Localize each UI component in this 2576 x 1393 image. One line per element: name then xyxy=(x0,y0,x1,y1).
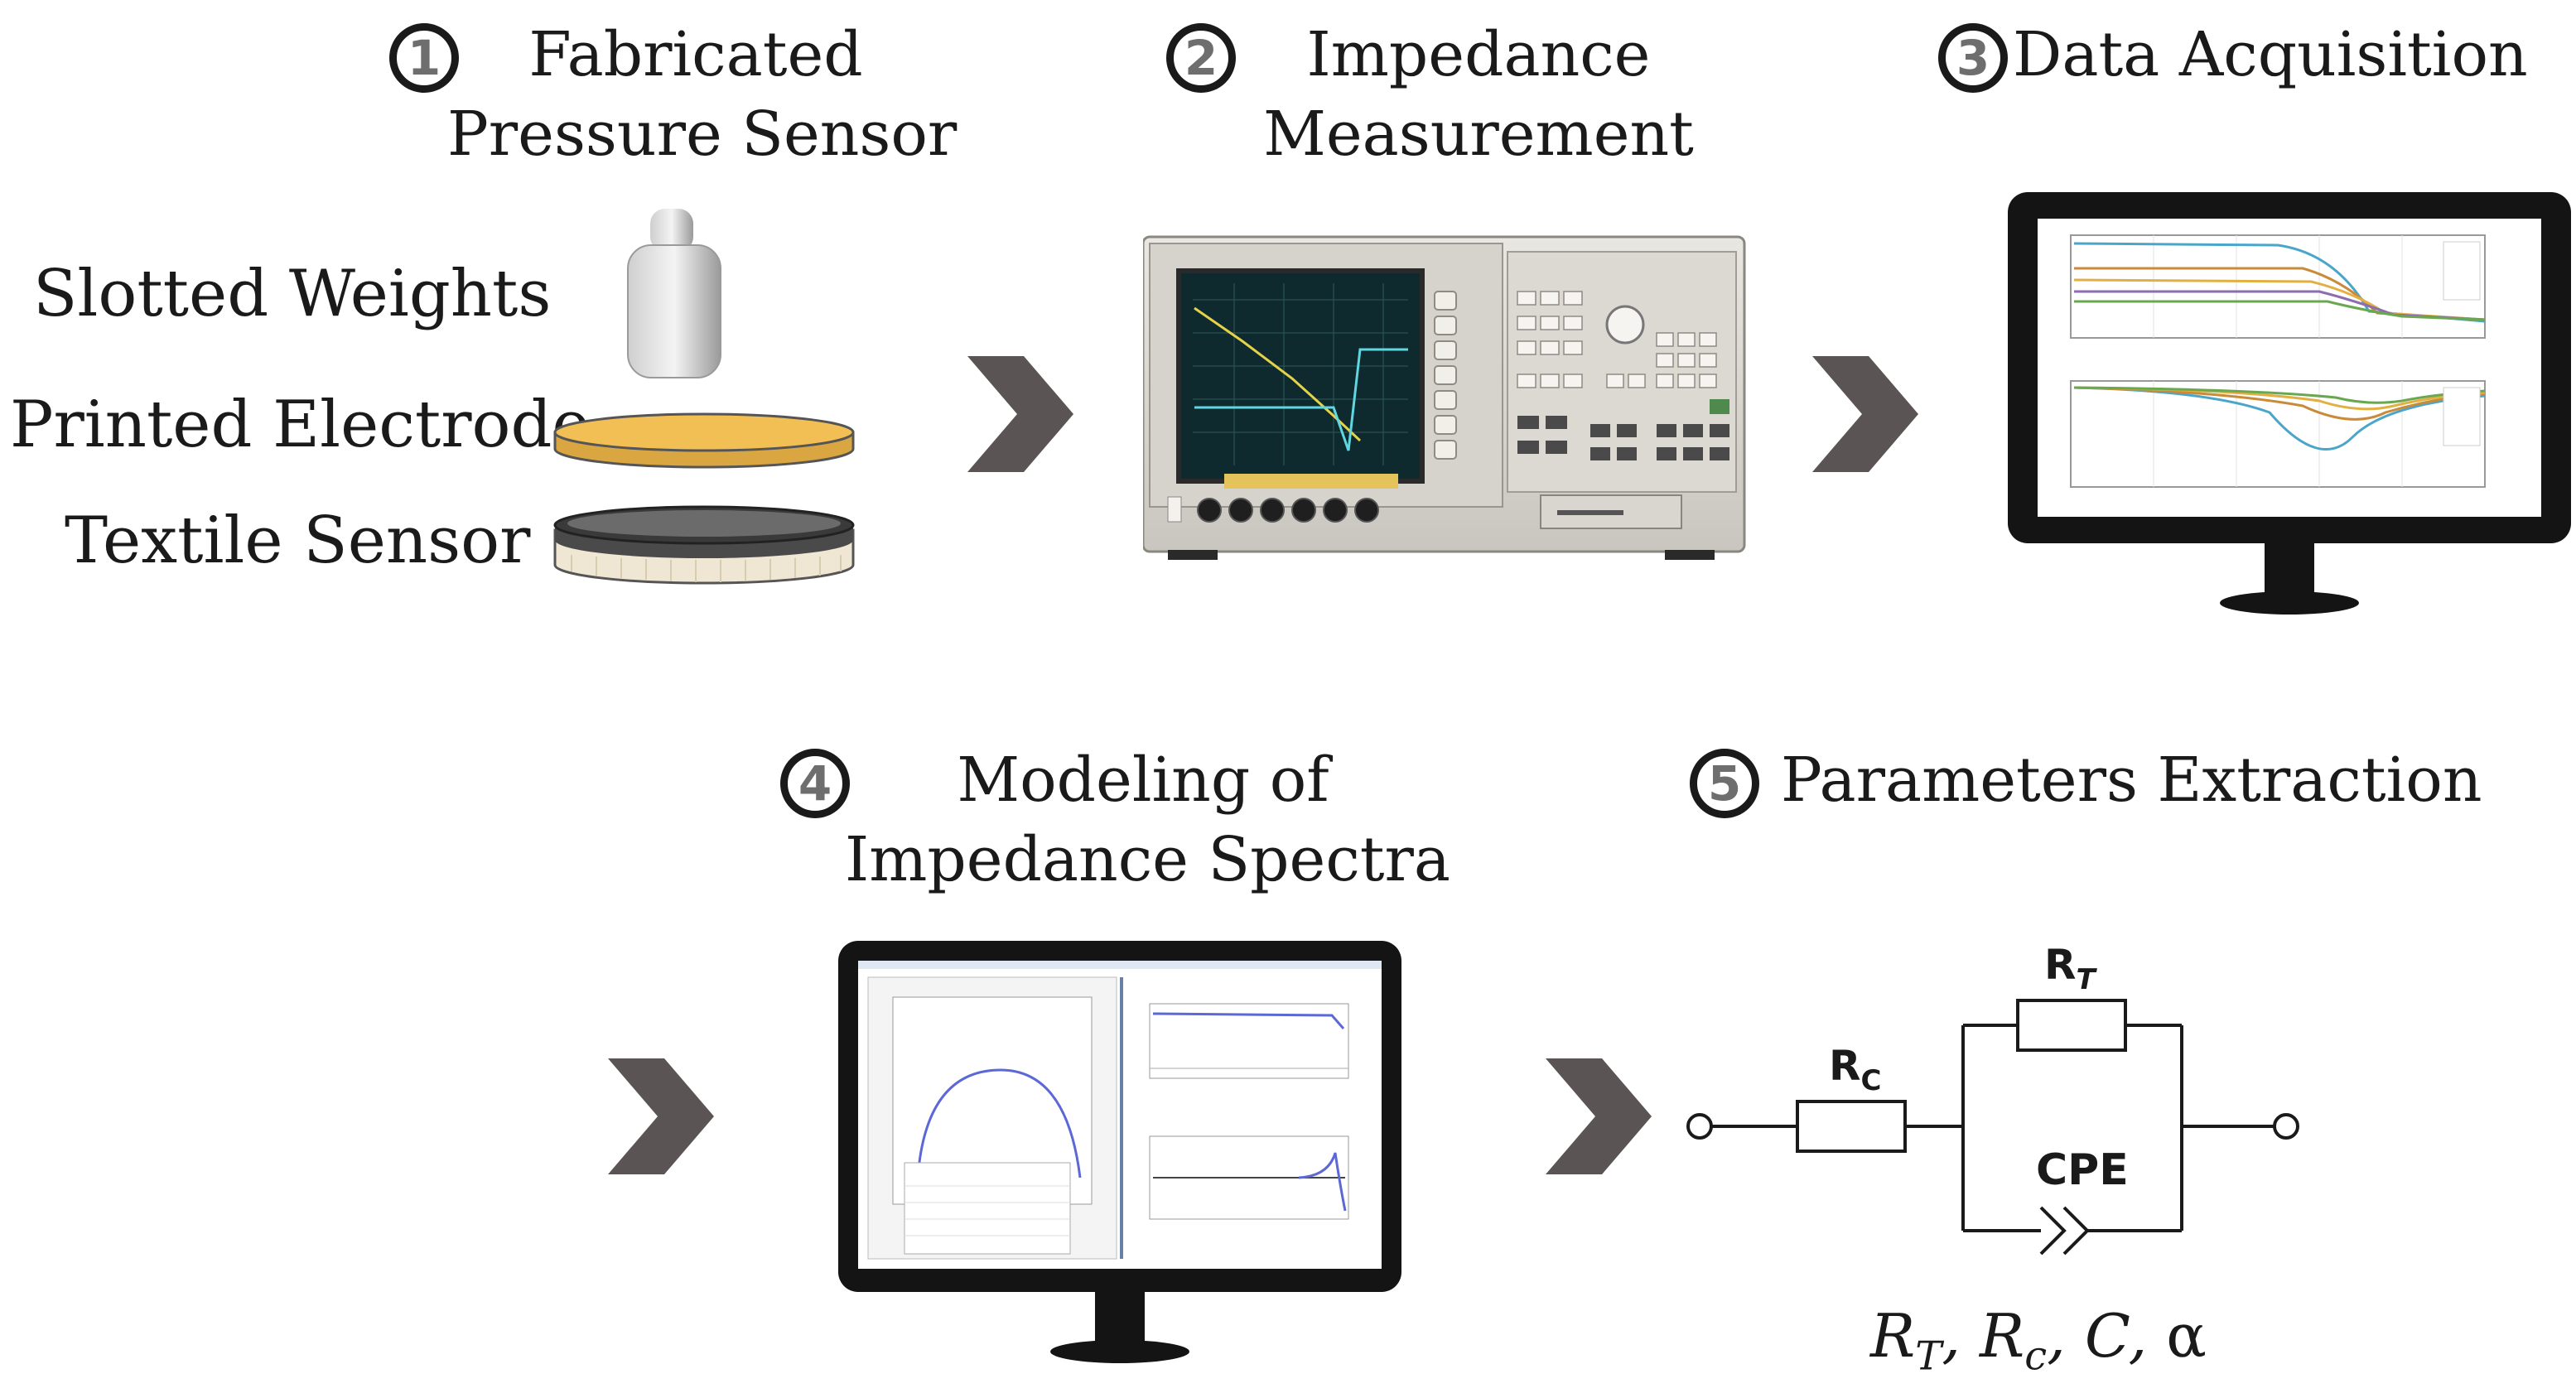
step-2-number: 2 xyxy=(1166,23,1236,93)
arrow-4-icon xyxy=(1546,1058,1652,1174)
step-1-title: Fabricated Pressure Sensor xyxy=(447,15,958,174)
modeling-monitor xyxy=(838,941,1401,1363)
param-rc-sub: c xyxy=(2024,1333,2048,1380)
step-4-title-line-1: Modeling of xyxy=(957,745,1329,816)
impedance-analyzer-image xyxy=(1143,235,1746,560)
arrow-2-icon xyxy=(1812,356,1918,472)
cpe-label: CPE xyxy=(2036,1145,2129,1195)
step-5-number: 5 xyxy=(1690,749,1759,818)
param-alpha: α xyxy=(2166,1301,2207,1371)
step-4-title: Modeling of Impedance Spectra xyxy=(845,740,1451,899)
resistor-rt xyxy=(2016,999,2127,1052)
step-2-title-line-1: Impedance xyxy=(1306,19,1651,90)
data-acquisition-monitor xyxy=(2008,192,2571,615)
step-2-title-line-2: Measurement xyxy=(1263,99,1694,170)
equivalent-circuit-diagram: RC RT CPE xyxy=(1686,941,2299,1256)
step-3-title: Data Acquisition xyxy=(2013,15,2559,94)
textile-sensor-shape xyxy=(553,505,855,585)
step-2-title: Impedance Measurement xyxy=(1234,15,1723,174)
sensor-stack-illustration xyxy=(553,209,855,585)
resistor-rc xyxy=(1796,1100,1907,1153)
step-5-title: Parameters Extraction xyxy=(1781,740,2526,820)
printed-electrode-shape xyxy=(553,412,855,469)
slotted-weight-shape xyxy=(627,209,721,378)
output-terminal xyxy=(2273,1113,2299,1140)
step-4-number: 4 xyxy=(780,749,850,818)
param-rt: R xyxy=(1870,1301,1916,1371)
step-1-number: 1 xyxy=(389,23,459,93)
step-1-title-line-1: Fabricated xyxy=(528,19,863,90)
step-1-title-line-2: Pressure Sensor xyxy=(447,99,958,170)
rt-label-subscript: T xyxy=(2077,963,2098,996)
extracted-parameters: RT, Rc, C, α xyxy=(1870,1301,2207,1380)
cpe-element xyxy=(2039,1206,2067,1256)
param-c: C xyxy=(2084,1301,2129,1371)
rc-label-subscript: C xyxy=(1861,1064,1882,1097)
param-rc: R xyxy=(1980,1301,2025,1371)
step-4-title-line-2: Impedance Spectra xyxy=(845,824,1451,895)
param-rt-sub: T xyxy=(1915,1333,1942,1380)
step-3-title-line-1: Data Acquisition xyxy=(2013,19,2528,90)
input-terminal xyxy=(1686,1113,1713,1140)
rt-label: RT xyxy=(2044,941,2098,996)
step-5-title-line-1: Parameters Extraction xyxy=(1781,745,2482,816)
printed-electrode-label: Printed Electrode xyxy=(10,388,591,462)
step-3-number: 3 xyxy=(1938,23,2008,93)
rc-label: RC xyxy=(1829,1042,1881,1097)
arrow-1-icon xyxy=(967,356,1073,472)
textile-sensor-label: Textile Sensor xyxy=(65,504,531,578)
arrow-3-icon xyxy=(608,1058,714,1174)
slotted-weights-label: Slotted Weights xyxy=(33,257,552,331)
